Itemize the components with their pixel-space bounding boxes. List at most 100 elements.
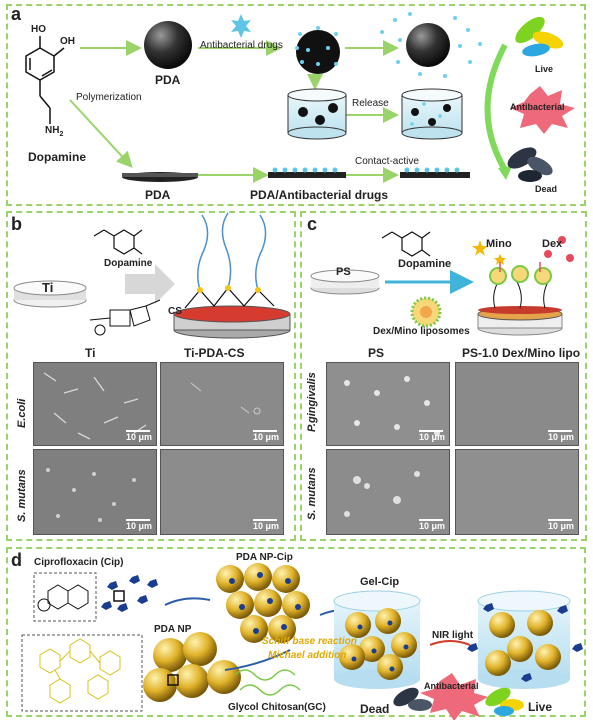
pda-np-cip-spheres bbox=[216, 563, 310, 643]
mino-stars-icon bbox=[472, 240, 506, 265]
sem-tipdacs-ecoli: 10 μm bbox=[160, 362, 284, 446]
ti-pda-cs-substrate bbox=[173, 212, 291, 339]
pda-np-cip-label: PDA NP-Cip bbox=[236, 552, 293, 563]
dead-bacteria-icon bbox=[507, 147, 553, 182]
row-ecoli-label: E.coli bbox=[16, 398, 28, 428]
pda-sphere bbox=[144, 21, 192, 69]
antibacterial-label: Antibacterial bbox=[510, 102, 565, 112]
nh-sub: 2 bbox=[59, 131, 64, 138]
col-ti-pda-cs-label: Ti-PDA-CS bbox=[184, 346, 245, 360]
panel-d-graphics bbox=[21, 563, 583, 720]
scalebar bbox=[548, 430, 572, 432]
gel-released-cylinder bbox=[467, 590, 583, 689]
scale-label: 10 μm bbox=[125, 521, 152, 531]
contact-film bbox=[400, 167, 470, 178]
panel-c-graphics bbox=[310, 231, 574, 336]
pda-film bbox=[122, 172, 198, 182]
dex-dots-icon bbox=[544, 236, 574, 262]
release-arrows bbox=[499, 262, 541, 272]
contact-active-label: Contact-active bbox=[355, 156, 419, 167]
arrow-d-nir bbox=[429, 640, 471, 646]
oh-label-1: HO bbox=[31, 24, 46, 35]
cip-structure-box bbox=[33, 572, 97, 622]
panel-c-label: c bbox=[307, 214, 318, 234]
panel-b-label: b bbox=[11, 214, 22, 234]
scalebar bbox=[419, 430, 443, 432]
live-bacteria-icon bbox=[515, 16, 564, 57]
nh2-label: NH2 bbox=[45, 125, 63, 138]
scalebar bbox=[548, 519, 572, 521]
cs-label: CS bbox=[168, 306, 182, 317]
live-d-label: Live bbox=[528, 700, 553, 714]
row-pg-label: P.gingivalis bbox=[306, 372, 318, 432]
scalebar bbox=[126, 430, 150, 432]
col-ti-label: Ti bbox=[85, 346, 96, 360]
cs-structure bbox=[89, 299, 161, 336]
scale-label: 10 μm bbox=[125, 432, 152, 442]
ti-label: Ti bbox=[42, 280, 54, 295]
scale-label: 10 μm bbox=[547, 432, 574, 442]
pda-antibacterial-label: PDA/Antibacterial drugs bbox=[250, 188, 389, 202]
ps-label: PS bbox=[336, 266, 351, 278]
sem-ps-smutans: 10 μm bbox=[326, 449, 450, 535]
liposomes-label: Dex/Mino liposomes bbox=[373, 326, 470, 337]
schiff-label: Schiff base reaction bbox=[262, 636, 357, 647]
cip-label: Ciprofloxacin (Cip) bbox=[34, 557, 124, 568]
michael-label: Michael addition bbox=[268, 650, 347, 661]
pda-top-label: PDA bbox=[155, 73, 181, 87]
live-bacteria-d-icon bbox=[485, 687, 524, 716]
antibacterial-star-icon bbox=[231, 14, 251, 38]
pda-drug-film bbox=[268, 167, 346, 178]
mino-label: Mino bbox=[486, 238, 512, 250]
release-cup-1 bbox=[287, 88, 347, 140]
col-ps-lipo-label: PS-1.0 Dex/Mino lipo bbox=[462, 346, 581, 360]
dopamine-label: Dopamine bbox=[28, 150, 87, 164]
row-smutans-b-label: S. mutans bbox=[16, 469, 28, 522]
panel-a-graphics bbox=[25, 12, 575, 183]
pda-np-label: PDA NP bbox=[154, 624, 192, 635]
sem-pslipo-pg: 10 μm bbox=[455, 362, 579, 446]
pda-bottom-label: PDA bbox=[145, 188, 171, 202]
panel-a-label: a bbox=[11, 4, 22, 24]
glycol-label: Glycol Chitosan(GC) bbox=[228, 702, 326, 713]
sem-ti-ecoli: 10 μm bbox=[33, 362, 157, 446]
cip-molecules bbox=[101, 575, 158, 612]
panel-c bbox=[300, 211, 587, 541]
row-smutans-c-label: S. mutans bbox=[306, 467, 318, 520]
dopamine-struct-b bbox=[93, 229, 143, 255]
panel-d bbox=[6, 547, 586, 717]
scale-label: 10 μm bbox=[547, 521, 574, 531]
panel-b-graphics bbox=[13, 212, 291, 339]
gel-cip-label: Gel-Cip bbox=[360, 576, 400, 588]
nh-text: NH bbox=[45, 125, 60, 136]
antibacterial-burst-d-icon bbox=[420, 673, 488, 720]
nir-label: NIR light bbox=[432, 630, 474, 641]
scale-label: 10 μm bbox=[418, 432, 445, 442]
live-to-dead-arrow bbox=[484, 43, 508, 172]
antibacterial-d-label: Antibacterial bbox=[424, 681, 479, 691]
dead-label: Dead bbox=[535, 184, 558, 194]
sem-ps-pg: 10 μm bbox=[326, 362, 450, 446]
dead-bacteria-d-icon bbox=[393, 687, 432, 711]
dopamine-structure bbox=[25, 36, 65, 124]
release-cup-2 bbox=[401, 88, 463, 140]
big-arrow bbox=[125, 264, 175, 304]
scale-label: 10 μm bbox=[252, 521, 279, 531]
dopamine-struct-c bbox=[381, 231, 431, 257]
sem-pslipo-smutans: 10 μm bbox=[455, 449, 579, 535]
scalebar bbox=[253, 430, 277, 432]
pda-network-box bbox=[21, 634, 143, 712]
dex-label: Dex bbox=[542, 238, 563, 250]
live-label: Live bbox=[535, 64, 554, 74]
polymerization-label: Polymerization bbox=[76, 92, 142, 103]
dead-d-label: Dead bbox=[360, 702, 390, 716]
pda-np-spheres bbox=[143, 632, 241, 702]
antibacterial-burst-icon bbox=[510, 86, 575, 134]
panel-a bbox=[6, 4, 586, 206]
sem-tipdacs-smutans: 10 μm bbox=[160, 449, 284, 535]
scalebar bbox=[419, 519, 443, 521]
panel-b bbox=[6, 211, 296, 541]
liposome-icon bbox=[410, 296, 442, 328]
gc-strands bbox=[234, 669, 301, 696]
ps-disc bbox=[310, 269, 380, 295]
